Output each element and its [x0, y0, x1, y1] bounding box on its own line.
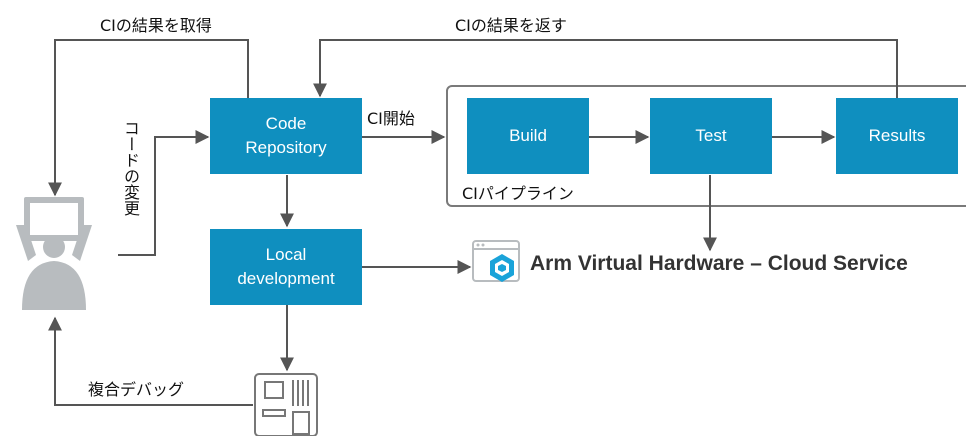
local-development-box: Local development: [210, 229, 362, 305]
arrow-return-ci-result: [313, 39, 898, 98]
test-box: Test: [650, 98, 772, 174]
cloud-service-icon: [472, 240, 520, 282]
arrow-code-change: [118, 130, 210, 256]
arm-virtual-hardware-title: Arm Virtual Hardware – Cloud Service: [530, 252, 908, 275]
ci-pipeline-label: CIパイプライン: [462, 184, 574, 203]
device-board-icon: [254, 373, 318, 436]
get-ci-result-label: CIの結果を取得: [100, 16, 212, 35]
multi-debug-label: 複合デバッグ: [88, 380, 185, 399]
code-repository-box: Code Repository: [210, 98, 362, 174]
build-box: Build: [467, 98, 589, 174]
results-box: Results: [836, 98, 958, 174]
code-change-label: コードの変更: [121, 120, 140, 216]
arrow-get-ci-result: [48, 39, 249, 197]
arrow-multi-debug: [48, 316, 253, 406]
return-ci-result-label: CIの結果を返す: [455, 16, 567, 35]
ci-start-label: CI開始: [367, 109, 415, 128]
developer-icon: [16, 197, 92, 310]
